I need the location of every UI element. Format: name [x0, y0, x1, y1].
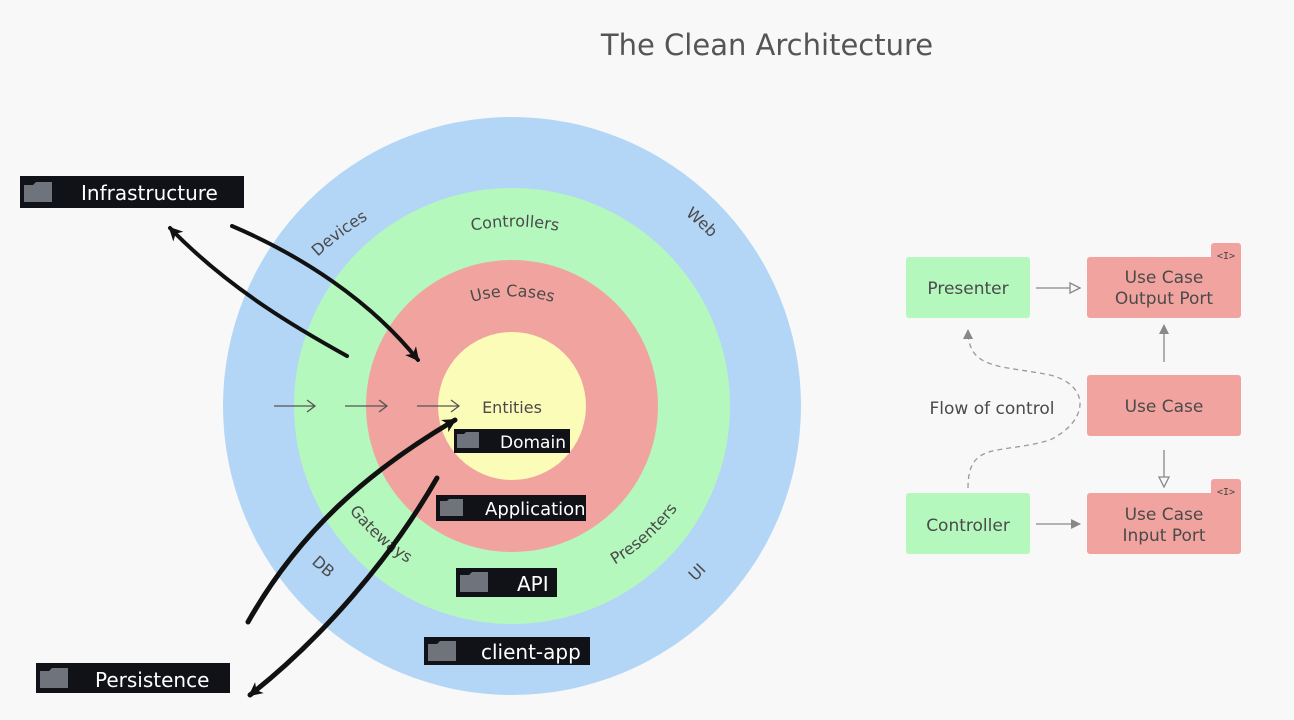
folder-icon: [40, 668, 68, 688]
presenter-box: [906, 257, 1030, 318]
arrow-right-icon: [345, 399, 389, 413]
use-case-label: Use Case: [1125, 397, 1204, 417]
arrow-right-icon: [417, 399, 461, 413]
controller-label: Controller: [926, 516, 1010, 536]
arrow-right-icon: [274, 399, 317, 413]
output-port-interface-tab: [1211, 243, 1241, 265]
core-to-persistence-arrow: [247, 475, 440, 698]
folder-icon: [440, 499, 463, 516]
controller-box: [906, 493, 1030, 554]
output-port-label-line1: Use Case: [1125, 268, 1204, 288]
folder-label-infrastructure: Infrastructure: [81, 181, 218, 205]
folder-icon: [24, 182, 52, 202]
folder-badge-client-app[interactable]: client-app: [424, 637, 590, 665]
folder-badge-infrastructure[interactable]: Infrastructure: [20, 176, 244, 208]
flow-text-bg: [921, 395, 1063, 421]
infra-to-core-arrow: [230, 224, 420, 362]
folder-icon: [457, 432, 479, 448]
input-port-label-line1: Use Case: [1125, 505, 1204, 525]
folder-badge-application[interactable]: Application: [436, 495, 586, 521]
output-port-box: [1087, 257, 1241, 318]
input-port-label-line2: Input Port: [1122, 526, 1205, 546]
input-port-box: [1087, 493, 1241, 554]
output-port-label-line2: Output Port: [1115, 289, 1213, 309]
folder-label-domain: Domain: [500, 433, 566, 453]
page-title: The Clean Architecture: [600, 28, 933, 62]
flow-of-control-path: [963, 329, 1081, 489]
flow-of-control-label: Flow of control: [930, 399, 1055, 419]
folder-badge-api[interactable]: API: [456, 568, 557, 597]
presenter-label: Presenter: [927, 279, 1008, 299]
input-port-interface-tab: [1211, 479, 1241, 501]
folder-icon: [428, 641, 456, 661]
persistence-to-core-arrow: [245, 417, 458, 625]
folder-label-client-app: client-app: [481, 640, 581, 664]
folder-label-persistence: Persistence: [95, 668, 209, 692]
folder-label-application: Application: [485, 499, 586, 520]
folder-label-api: API: [517, 572, 549, 596]
hand-drawn-arrows: [168, 224, 458, 698]
core-to-infra-arrow: [168, 226, 349, 358]
input-port-interface-tag: <I>: [1217, 487, 1235, 498]
folder-badge-persistence[interactable]: Persistence: [36, 663, 230, 693]
ring-label-entities: Entities: [482, 398, 542, 417]
output-port-interface-tag: <I>: [1217, 251, 1235, 262]
dependency-arrows: [274, 399, 461, 413]
use-case-box: [1087, 375, 1241, 436]
folder-badge-domain[interactable]: Domain: [454, 429, 570, 453]
flow-of-control-diagram: Presenter <I> Use Case Output Port Use C…: [906, 243, 1241, 554]
folder-icon: [460, 572, 488, 592]
